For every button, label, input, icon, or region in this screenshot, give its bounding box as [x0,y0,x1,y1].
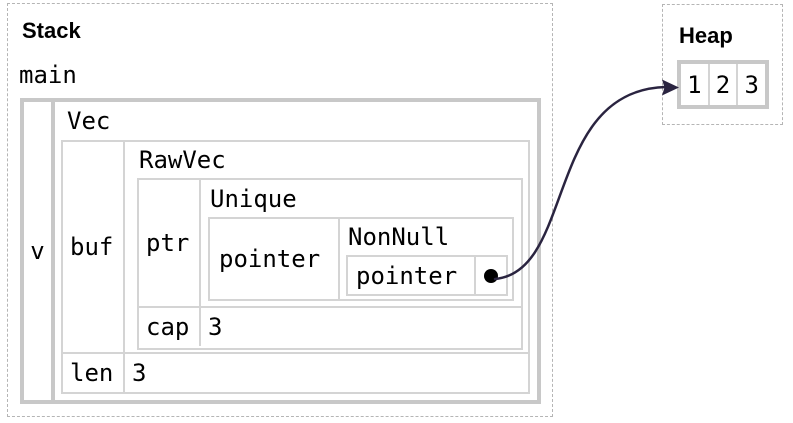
cap-field-cell: cap [139,308,201,347]
stack-frame-name: main [19,61,77,90]
heap-region: Heap 1 2 3 [662,4,783,125]
stack-region: Stack main v Vec buf RawVec [7,3,553,417]
cap-value: 3 [208,313,223,342]
variable-label: v [30,237,45,266]
unique-struct-box: pointer NonNull pointer [208,217,514,302]
rawvec-struct: RawVec ptr Unique po [125,142,528,352]
vec-struct: Vec buf RawVec ptr [55,102,537,400]
vec-type-label: Vec [67,107,111,136]
stack-title: Stack [22,18,81,43]
heap-cell-1: 2 [707,64,737,106]
vec-struct-box: buf RawVec ptr Unique [61,140,530,395]
rawvec-struct-box: ptr Unique pointer [137,178,523,351]
nonnull-type-label: NonNull [348,223,450,252]
heap-title: Heap [679,23,733,48]
ptr-field-cell: ptr [139,180,201,307]
cap-value-cell: 3 [201,308,521,346]
pointer-dot-cell [476,257,506,294]
len-field-label: len [70,359,114,388]
unique-pointer-label: pointer [219,245,321,274]
unique-struct: Unique pointer NonNull [201,180,521,306]
len-field-cell: len [63,354,125,393]
main-frame-box: v Vec buf RawVec ptr [20,98,541,405]
len-value: 3 [132,359,147,388]
buf-field-cell: buf [63,142,125,353]
len-row: len 3 [63,354,528,393]
unique-pointer-cell: pointer [210,219,340,300]
heap-array-box: 1 2 3 [677,60,769,110]
heap-cell-0: 1 [687,70,702,99]
nonnull-struct-box: pointer [346,255,508,297]
pointer-dot [484,268,498,283]
variable-cell: v [24,102,55,401]
cap-field-label: cap [146,313,190,342]
rawvec-type-label: RawVec [139,146,226,175]
ptr-row: ptr Unique pointer [139,180,521,309]
cap-row: cap 3 [139,308,521,347]
nonnull-pointer-cell: pointer [348,257,476,295]
len-value-cell: 3 [125,354,528,392]
unique-type-label: Unique [210,184,297,213]
nonnull-pointer-label: pointer [356,261,458,290]
buf-field-label: buf [70,233,114,262]
buf-row: buf RawVec ptr Unique [63,142,528,355]
heap-cell-2: 3 [736,64,765,106]
nonnull-struct: NonNull pointer [340,219,512,299]
ptr-field-label: ptr [146,229,190,258]
